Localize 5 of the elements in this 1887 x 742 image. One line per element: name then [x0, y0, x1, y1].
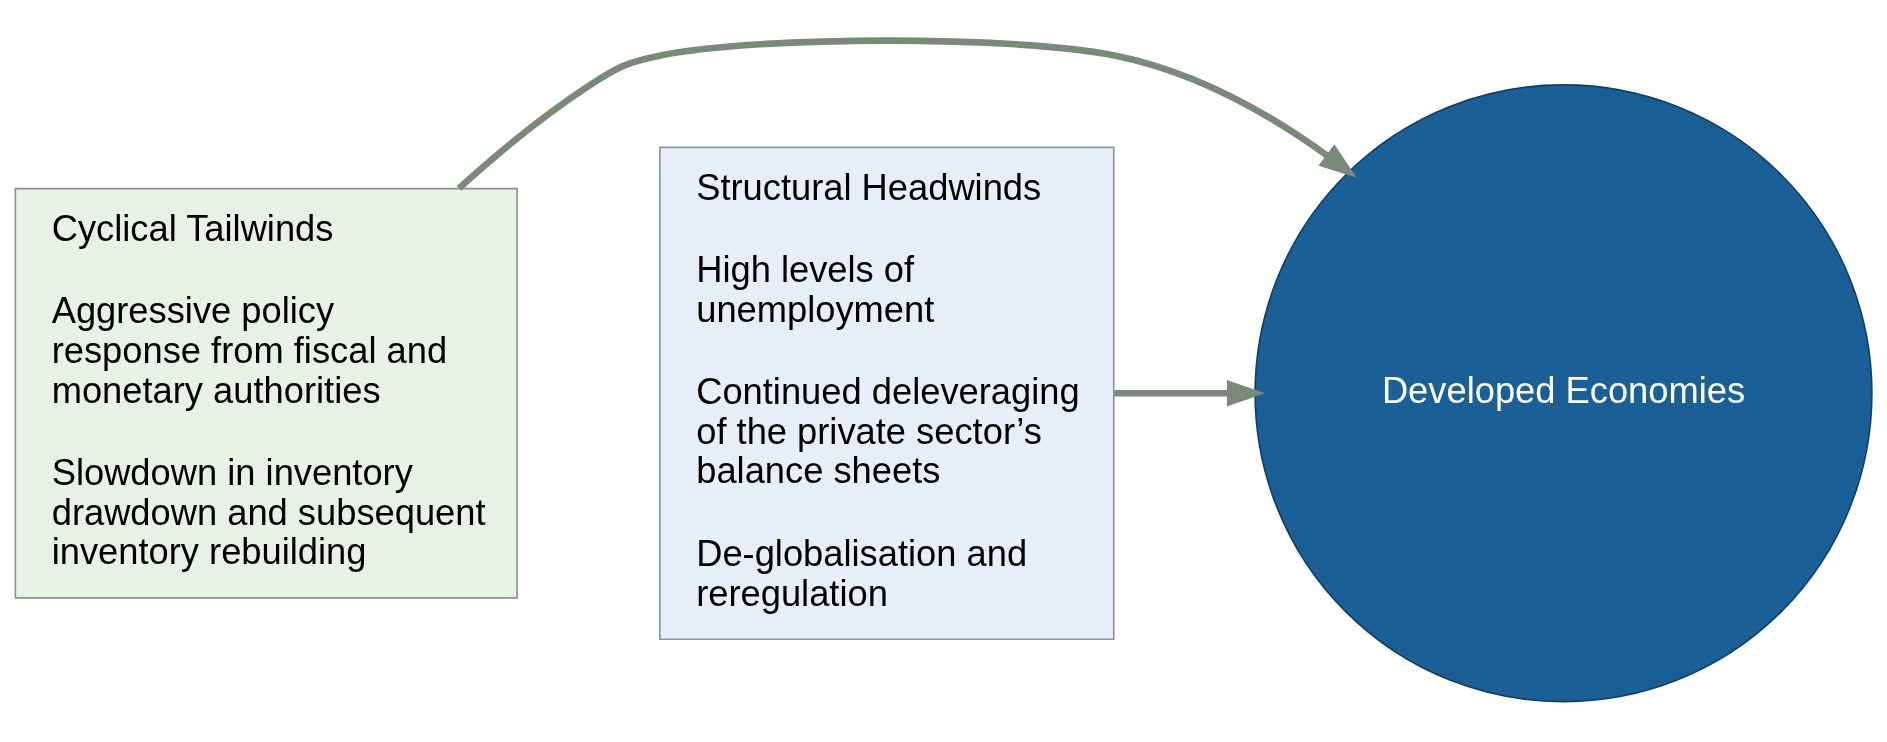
node-box: Cyclical Tailwinds Aggressive policy response from fiscal and monetary authorities Slowdown in inventory drawdown and subsequent inventory rebuilding	[14, 187, 518, 599]
node-circle: Developed Economies	[1254, 84, 1873, 703]
arrow	[456, 37, 1357, 191]
node-box: Structural Headwinds High levels of unemployment Continued deleveraging of the private sector’s balance sheets De-globalisation and reregulation	[659, 146, 1115, 641]
arrow	[1114, 379, 1265, 407]
